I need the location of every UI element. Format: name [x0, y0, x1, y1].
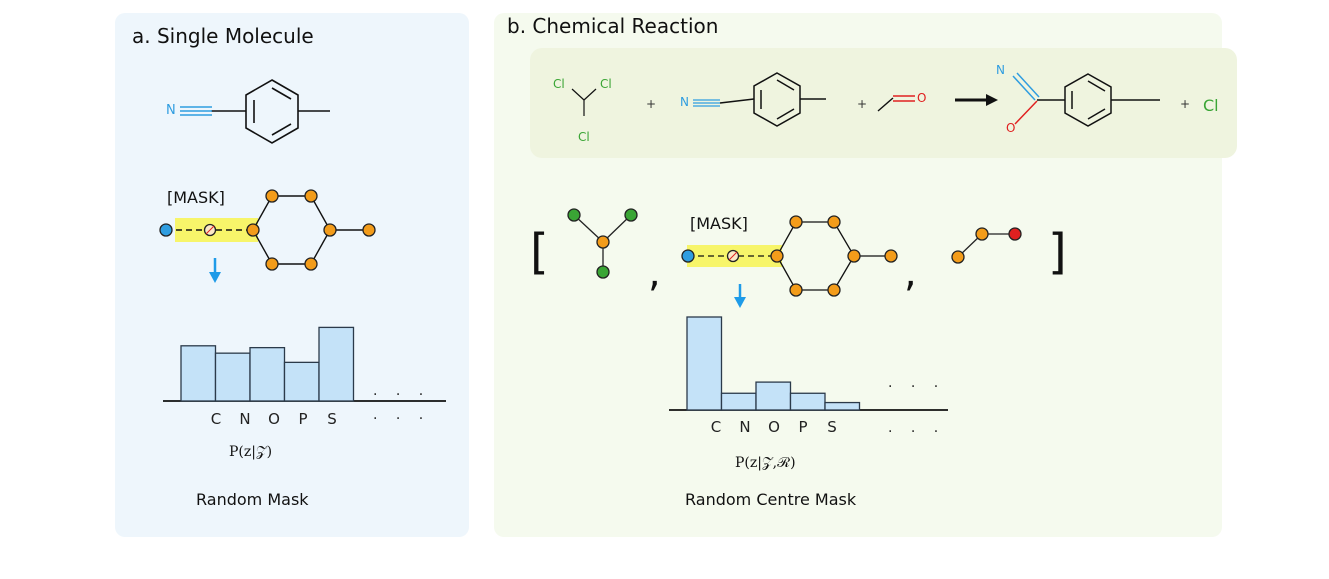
tick-label-n: N [739, 418, 751, 436]
bar-chart-b [686, 316, 861, 411]
atom-label-n: N [166, 103, 176, 118]
comma-1: , [648, 250, 661, 296]
triple-bond-a [180, 106, 212, 116]
caption-b: Random Centre Mask [685, 490, 857, 509]
bar-c [180, 345, 217, 402]
down-arrow-b [734, 284, 746, 308]
bracket-open: [ [530, 224, 549, 280]
plus-sign-1: + [646, 97, 657, 111]
reaction-equation-box [530, 48, 1237, 158]
plus-sign-3: + [1180, 97, 1191, 111]
chloroform-structure [571, 88, 597, 116]
atom-label-product-n: N [996, 63, 1005, 77]
atom-label-aldehyde-o: O [917, 91, 927, 105]
triple-bond-b [693, 99, 720, 107]
mask-label-a: [MASK] [167, 188, 225, 207]
plus-sign-2: + [857, 97, 868, 111]
tick-label-c: C [210, 410, 222, 428]
tick-label-p: P [798, 418, 808, 436]
ellipsis-top-a: . . . [373, 383, 431, 399]
product-structure [1012, 72, 1160, 127]
panel-a-title: a. Single Molecule [132, 24, 314, 48]
ellipsis-bottom-b: . . . [888, 420, 946, 436]
ellipsis-top-b: . . . [888, 375, 946, 391]
down-arrow-a [209, 258, 221, 283]
bar-chart-a [180, 326, 355, 402]
tick-label-o: O [268, 410, 280, 428]
graph-acetaldehyde [951, 227, 1022, 264]
atom-label-cl-1: Cl [553, 77, 565, 91]
bar-s [824, 401, 861, 411]
bar-n [214, 352, 251, 402]
bar-o [755, 381, 792, 411]
panel-single-molecule [115, 13, 469, 537]
graph-chloroform [567, 208, 638, 279]
molecule-structure-a [211, 79, 330, 144]
bar-n [720, 392, 757, 411]
bar-o [249, 346, 286, 402]
atom-label-cl-3: Cl [578, 130, 590, 144]
bar-c [686, 316, 723, 411]
toluonitrile-structure-b [719, 72, 826, 127]
tick-label-o: O [768, 418, 780, 436]
tick-label-s: S [827, 418, 837, 436]
tick-label-n: N [239, 410, 251, 428]
comma-2: , [904, 250, 917, 296]
tick-label-s: S [327, 410, 337, 428]
graph-node-n [159, 223, 173, 237]
ellipsis-bottom-a: . . . [373, 407, 431, 423]
acetaldehyde-structure [877, 95, 915, 112]
atom-label-nitrile-n: N [680, 95, 689, 109]
prob-label-b: P(z|𝒵,ℛ) [735, 455, 796, 471]
mask-label-b: [MASK] [690, 214, 748, 233]
bar-p [283, 361, 320, 402]
bar-p [789, 392, 826, 411]
tick-label-c: C [710, 418, 722, 436]
caption-a: Random Mask [196, 490, 309, 509]
reaction-arrow [955, 94, 998, 106]
atom-label-product-o: O [1006, 121, 1016, 135]
atom-label-cl-2: Cl [600, 77, 612, 91]
graph-nodes-a [159, 189, 376, 271]
prob-label-a: P(z|𝒵) [229, 444, 273, 460]
byproduct-cl: Cl [1203, 96, 1219, 115]
tick-label-p: P [298, 410, 308, 428]
bracket-close: ] [1048, 224, 1067, 280]
graph-masked-b [681, 215, 898, 297]
bar-s [318, 326, 355, 402]
panel-b-title: b. Chemical Reaction [507, 14, 719, 38]
